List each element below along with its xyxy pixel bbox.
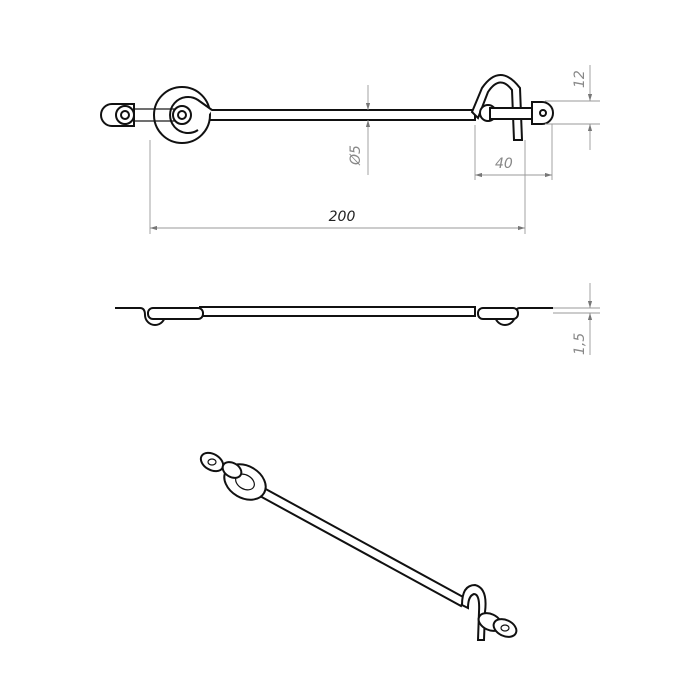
right-plate-hole bbox=[539, 109, 547, 117]
side-view: 1,5 bbox=[115, 283, 600, 355]
dim-rod-diameter: Ø5 bbox=[348, 145, 364, 166]
screw-eye-hole bbox=[177, 110, 187, 120]
top-view: 200 Ø5 40 12 bbox=[100, 65, 600, 234]
iso-rod bbox=[256, 485, 467, 608]
dim-plate-thickness: 1,5 bbox=[572, 333, 588, 355]
left-eye-side bbox=[147, 307, 204, 320]
right-eye-side bbox=[477, 307, 519, 320]
iso-left-plate bbox=[199, 451, 225, 473]
iso-right-plate bbox=[492, 618, 518, 638]
iso-left-staple bbox=[221, 461, 243, 479]
dim-overall-length: 200 bbox=[329, 209, 356, 225]
side-rod bbox=[199, 306, 476, 317]
dim-plate-width: 12 bbox=[572, 70, 588, 88]
left-plate-hole bbox=[120, 110, 130, 120]
hook-rod bbox=[204, 109, 476, 121]
right-staple bbox=[489, 107, 533, 120]
catch-hook bbox=[470, 74, 524, 141]
iso-catch-hook bbox=[460, 583, 487, 641]
dim-hook-length: 40 bbox=[495, 156, 513, 172]
isometric-view bbox=[199, 451, 518, 641]
